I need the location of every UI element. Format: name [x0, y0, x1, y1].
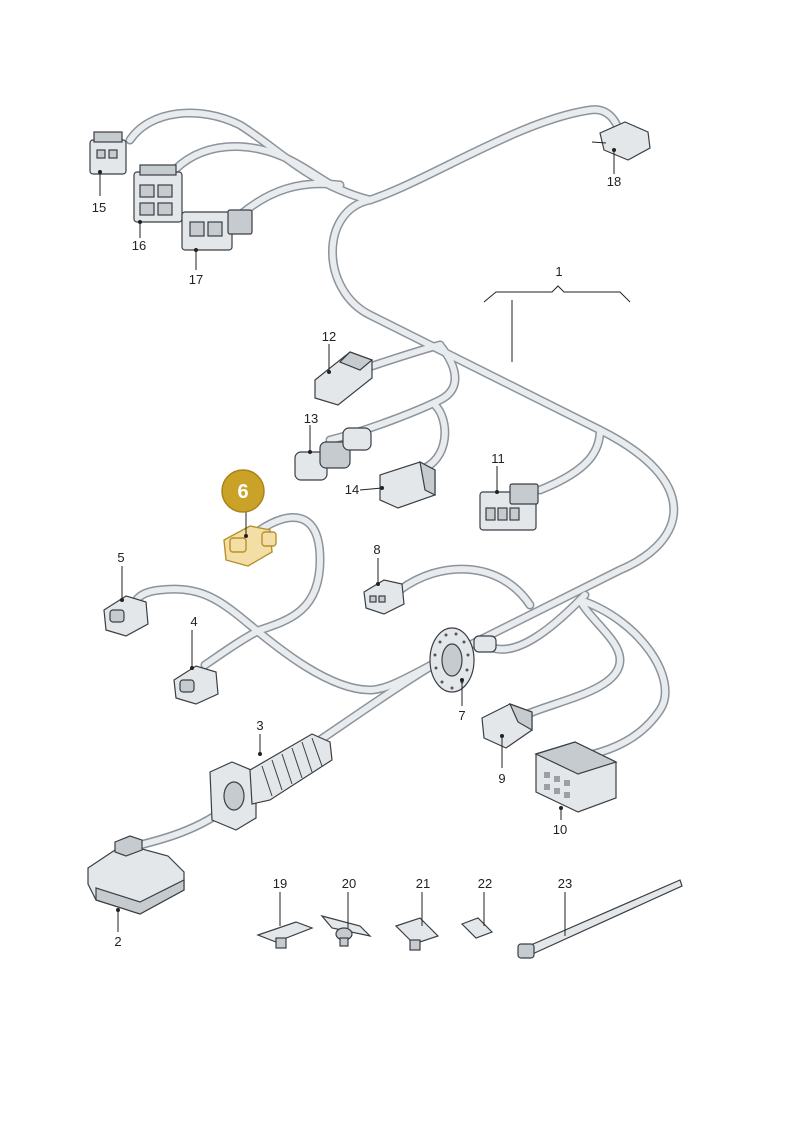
connector-16	[133, 164, 183, 223]
connector-10	[534, 741, 618, 813]
callout-23: 23	[558, 876, 572, 891]
connector-13	[294, 427, 372, 481]
callout-19: 19	[273, 876, 287, 891]
connector-12	[314, 351, 374, 406]
clip-19	[256, 921, 314, 949]
callout-16: 16	[132, 238, 146, 253]
callout-21: 21	[416, 876, 430, 891]
callout-22: 22	[478, 876, 492, 891]
connector-18	[591, 121, 651, 161]
connector-8	[363, 579, 405, 615]
cable-tie-23	[517, 879, 683, 959]
connector-14	[379, 460, 436, 509]
clip-20	[320, 914, 372, 947]
connector-15	[89, 131, 127, 175]
callout-2: 2	[114, 934, 121, 949]
connector-9	[481, 702, 533, 749]
callout-1: 1	[555, 264, 562, 279]
group-bracket-1	[483, 285, 631, 362]
callout-14: 14	[345, 482, 359, 497]
grommet-7	[429, 627, 497, 693]
callout-7: 7	[458, 708, 465, 723]
callout-6: 6	[237, 481, 248, 503]
callout-9: 9	[498, 771, 505, 786]
connector-5	[103, 595, 149, 637]
part-6-badge[interactable]: 6	[221, 469, 265, 513]
callout-20: 20	[342, 876, 356, 891]
callout-labels: 1 2 3 4 5 7 8 9 10 11 12 13 14 15 16 17 …	[92, 174, 621, 949]
connector-11	[479, 483, 539, 531]
callout-4: 4	[190, 614, 197, 629]
clip-21	[394, 917, 440, 951]
grommet-3	[209, 733, 333, 831]
connector-4	[173, 665, 219, 705]
callout-17: 17	[189, 272, 203, 287]
leader-lines	[98, 148, 616, 936]
connector-2	[87, 835, 185, 915]
callout-12: 12	[322, 329, 336, 344]
callout-5: 5	[117, 550, 124, 565]
callout-13: 13	[304, 411, 318, 426]
clip-22	[460, 917, 494, 939]
part-6-connector[interactable]	[223, 525, 277, 567]
callout-8: 8	[373, 542, 380, 557]
callout-10: 10	[553, 822, 567, 837]
callout-11: 11	[491, 451, 505, 466]
connector-17	[181, 209, 253, 251]
callout-18: 18	[607, 174, 621, 189]
callout-15: 15	[92, 200, 106, 215]
callout-3: 3	[256, 718, 263, 733]
